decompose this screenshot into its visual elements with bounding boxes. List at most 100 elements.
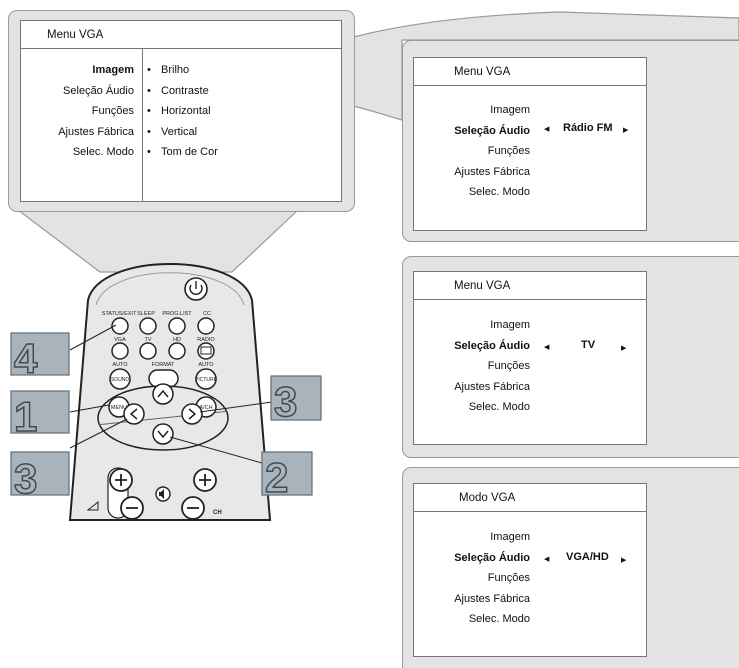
submenu-tom-de-cor[interactable]: Tom de Cor <box>161 146 218 158</box>
radio-button[interactable] <box>197 342 215 360</box>
power-icon <box>189 284 203 295</box>
left-button[interactable] <box>123 403 145 425</box>
hd-button[interactable] <box>168 342 186 360</box>
p2-right-arrow-icon[interactable]: ▶ <box>621 345 627 352</box>
p1-value: Rádio FM <box>563 122 613 134</box>
panel-2-menu: Menu VGA Imagem Seleção Áudio Funções Aj… <box>413 271 647 445</box>
label-vga: VGA <box>114 337 126 343</box>
p3-left-arrow-icon[interactable]: ◀ <box>544 556 550 563</box>
label-tv: TV <box>144 337 151 343</box>
p3-item-selecao-audio[interactable]: Seleção Áudio <box>454 551 530 564</box>
ch-down-button[interactable] <box>181 496 205 520</box>
main-menu-items: Imagem Seleção Áudio Funções Ajustes Fáb… <box>21 60 134 163</box>
p3-item-ajustes-fabrica[interactable]: Ajustes Fábrica <box>454 592 530 605</box>
submenu-horizontal[interactable]: Horizontal <box>161 105 211 117</box>
panel-3-items: Imagem Seleção Áudio Funções Ajustes Fáb… <box>414 527 530 630</box>
label-hd: HD <box>173 337 181 343</box>
step-3a-box <box>270 375 322 421</box>
panel-2-title: Menu VGA <box>414 272 646 300</box>
step-3b-box <box>10 451 70 496</box>
chevron-up-icon <box>157 389 169 398</box>
label-ch: CH <box>213 510 222 516</box>
step-3b-number: 3 <box>14 455 37 502</box>
menu-item-ajustes-fabrica[interactable]: Ajustes Fábrica <box>58 125 134 138</box>
step-1-number: 1 <box>14 393 37 440</box>
p1-item-funcoes[interactable]: Funções <box>487 145 530 157</box>
p2-left-arrow-icon[interactable]: ◀ <box>544 344 550 351</box>
tv-button[interactable] <box>139 342 157 360</box>
menu-item-selecao-audio[interactable]: Seleção Áudio <box>63 84 134 97</box>
label-auto-2: AUTO <box>198 362 214 368</box>
chevron-right-icon <box>188 408 197 420</box>
step-2-box <box>261 451 313 496</box>
volume-up-button[interactable] <box>109 468 133 492</box>
status-exit-button[interactable] <box>111 317 129 335</box>
right-button[interactable] <box>181 403 203 425</box>
panel-3-menu: Modo VGA Imagem Seleção Áudio Funções Aj… <box>413 483 647 657</box>
sound-button[interactable] <box>109 368 131 390</box>
p1-left-arrow-icon[interactable]: ◀ <box>544 126 550 133</box>
menu-item-funcoes[interactable]: Funções <box>91 105 134 117</box>
cc-button[interactable] <box>197 317 215 335</box>
submenu-contraste[interactable]: Contraste <box>161 84 209 97</box>
vga-button[interactable] <box>111 342 129 360</box>
label-status-exit: STATUS/EXIT <box>102 311 137 317</box>
panel-2-items: Imagem Seleção Áudio Funções Ajustes Fáb… <box>414 315 530 418</box>
label-sound: SOUND <box>111 377 129 383</box>
label-format: FORMAT <box>152 362 175 368</box>
picture-button[interactable] <box>195 368 217 390</box>
p1-item-selecao-audio[interactable]: Seleção Áudio <box>454 124 530 137</box>
p3-value: VGA/HD <box>566 551 609 563</box>
p1-item-imagem[interactable]: Imagem <box>490 104 530 116</box>
panel-1-menu: Menu VGA Imagem Seleção Áudio Funções Aj… <box>413 57 647 231</box>
panel-1-items: Imagem Seleção Áudio Funções Ajustes Fáb… <box>414 100 530 203</box>
label-picture: PICTURE <box>195 377 218 383</box>
menu-divider <box>142 49 143 201</box>
menu-item-imagem[interactable]: Imagem <box>92 64 134 76</box>
p2-item-imagem[interactable]: Imagem <box>490 319 530 331</box>
p3-right-arrow-icon[interactable]: ▶ <box>621 557 627 564</box>
up-button[interactable] <box>152 383 174 405</box>
chevron-down-icon <box>157 430 169 439</box>
menu-item-selec-modo[interactable]: Selec. Modo <box>72 146 134 158</box>
volume-icon <box>86 500 99 511</box>
p1-item-ajustes-fabrica[interactable]: Ajustes Fábrica <box>454 165 530 178</box>
p3-item-imagem[interactable]: Imagem <box>490 531 530 543</box>
label-a-ch: A/CH <box>199 405 212 411</box>
main-menu-title: Menu VGA <box>21 21 341 49</box>
p1-right-arrow-icon[interactable]: ▶ <box>623 127 629 134</box>
p2-item-selec-modo[interactable]: Selec. Modo <box>468 401 530 413</box>
main-menu: Menu VGA Imagem Seleção Áudio Funções Aj… <box>20 20 342 202</box>
panel-1-title: Menu VGA <box>414 58 646 86</box>
step-2-number: 2 <box>265 454 288 501</box>
pointer-line-1 <box>69 404 110 413</box>
mute-icon <box>159 489 164 499</box>
down-button[interactable] <box>152 423 174 445</box>
volume-down-button[interactable] <box>120 496 144 520</box>
p2-item-selecao-audio[interactable]: Seleção Áudio <box>454 339 530 352</box>
label-auto-1: AUTO <box>112 362 128 368</box>
radio-icon <box>200 346 212 355</box>
submenu-vertical[interactable]: Vertical <box>161 125 198 138</box>
panel-3-title: Modo VGA <box>414 484 646 512</box>
power-button[interactable] <box>184 277 208 301</box>
label-cc: CC <box>203 311 211 317</box>
p2-item-funcoes[interactable]: Funções <box>487 360 530 372</box>
p3-item-selec-modo[interactable]: Selec. Modo <box>468 613 530 625</box>
p2-item-ajustes-fabrica[interactable]: Ajustes Fábrica <box>454 380 530 393</box>
pointer-line-2 <box>169 436 263 464</box>
step-3a-number: 3 <box>274 378 297 425</box>
step-1-box <box>10 390 70 434</box>
mute-button[interactable] <box>155 486 171 502</box>
step-4-box <box>10 332 70 376</box>
sleep-button[interactable] <box>139 317 157 335</box>
p2-value: TV <box>581 339 596 351</box>
step-4-number: 4 <box>14 335 38 382</box>
p3-item-funcoes[interactable]: Funções <box>487 572 530 584</box>
label-prog-list: PROG.LIST <box>162 311 192 317</box>
ch-up-button[interactable] <box>193 468 217 492</box>
prog-list-button[interactable] <box>168 317 186 335</box>
p1-item-selec-modo[interactable]: Selec. Modo <box>468 186 530 198</box>
pointer-line-3b <box>69 418 128 449</box>
submenu-brilho[interactable]: Brilho <box>161 64 190 76</box>
